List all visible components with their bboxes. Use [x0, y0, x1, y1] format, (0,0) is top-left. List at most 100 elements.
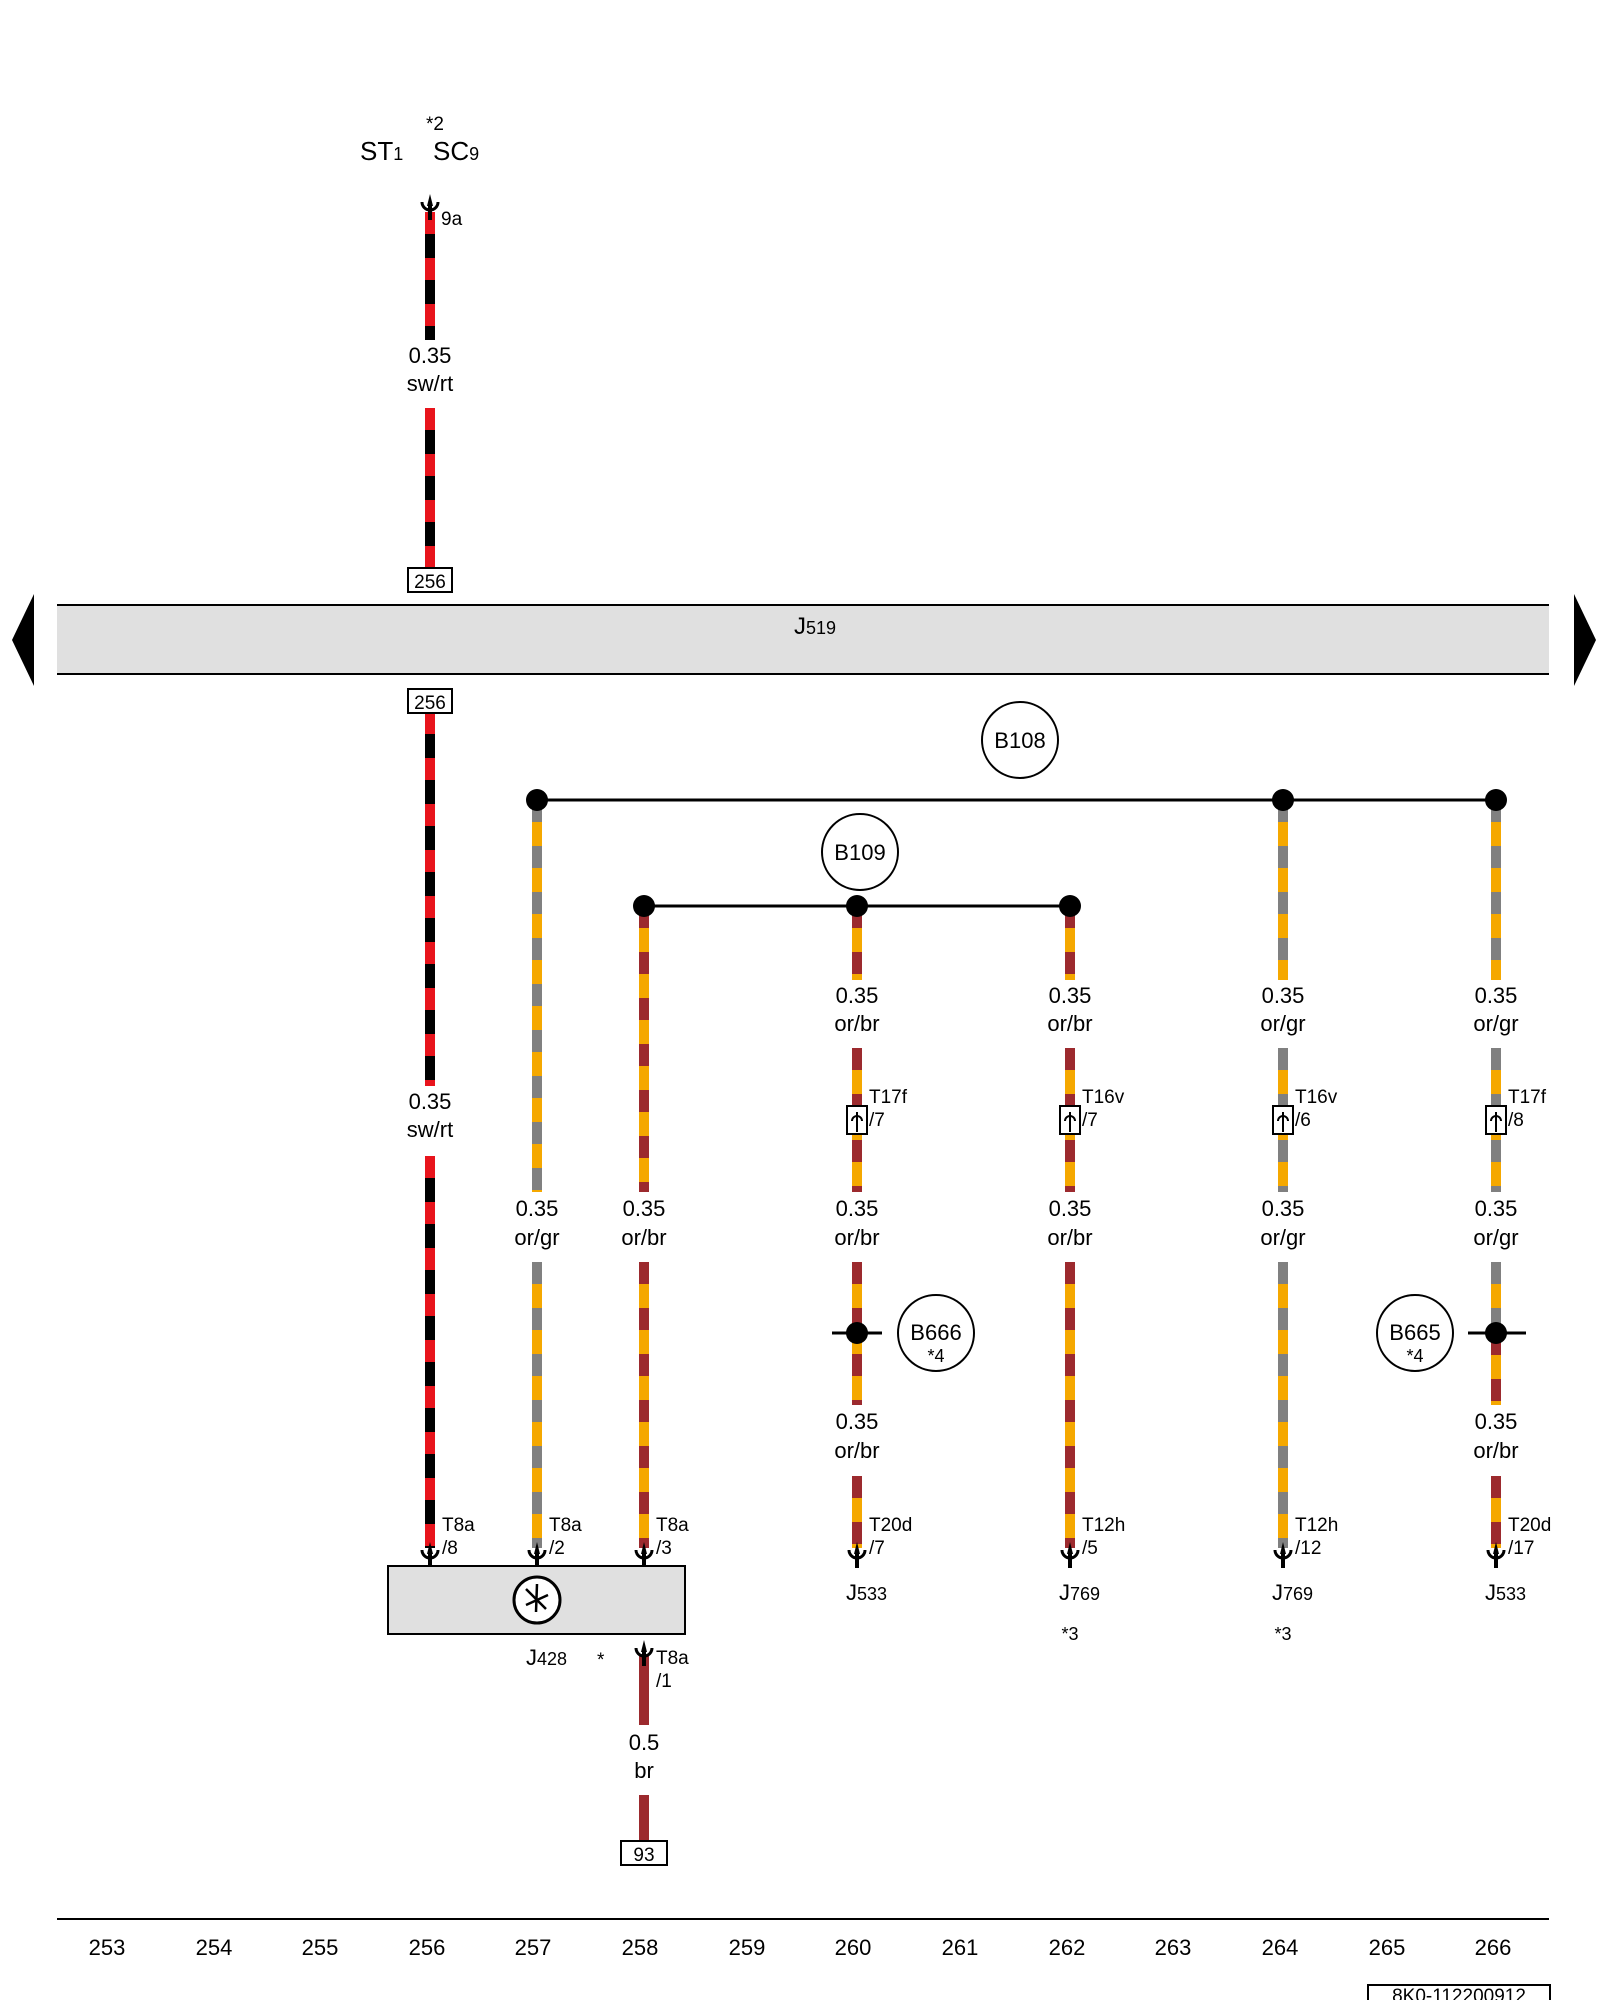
svg-text:0.35: 0.35 — [1049, 1196, 1092, 1221]
wire-label-257: 0.35 or/gr — [514, 1196, 559, 1250]
wire-label-256-bottom: 0.35 sw/rt — [407, 1089, 453, 1142]
junction-dot — [633, 895, 655, 917]
svg-text:B109: B109 — [834, 840, 885, 865]
svg-text:/7: /7 — [869, 1538, 885, 1559]
ref-box-bottom: 256 — [407, 688, 453, 714]
pin-t8a-1: T8a /1 — [634, 1638, 689, 1692]
svg-text:B108: B108 — [994, 728, 1045, 753]
pin-t8a-2: T8a /2 — [527, 1515, 582, 1570]
pin-t20d-17: T20d /17 — [1486, 1515, 1551, 1570]
svg-text:0.35: 0.35 — [623, 1196, 666, 1221]
svg-text:sw/rt: sw/rt — [407, 371, 453, 396]
svg-text:T12h: T12h — [1082, 1515, 1125, 1536]
pin-t8a-8: T8a /8 — [420, 1515, 475, 1570]
svg-text:J769: J769 — [1272, 1580, 1313, 1605]
svg-text:or/br: or/br — [1047, 1225, 1092, 1250]
svg-text:0.35: 0.35 — [1049, 983, 1092, 1008]
svg-text:/8: /8 — [1508, 1110, 1524, 1131]
svg-text:or/br: or/br — [1047, 1011, 1092, 1036]
svg-text:T17f: T17f — [1508, 1087, 1547, 1108]
svg-text:*: * — [597, 1650, 605, 1671]
svg-text:0.35: 0.35 — [836, 1196, 879, 1221]
svg-text:or/gr: or/gr — [514, 1225, 559, 1250]
svg-text:or/br: or/br — [834, 1011, 879, 1036]
svg-text:or/br: or/br — [834, 1438, 879, 1463]
svg-text:or/gr: or/gr — [1260, 1225, 1305, 1250]
junction-dot — [1485, 1322, 1507, 1344]
svg-text:T20d: T20d — [869, 1515, 912, 1536]
component-j769-b: J769 *3 — [1272, 1580, 1313, 1644]
inline-connector-t16v-7: T16v /7 — [1059, 1087, 1125, 1135]
svg-text:ST1: ST1 — [360, 136, 403, 166]
ruler-label: 259 — [729, 1935, 766, 1960]
pin-t12h-12: T12h /12 — [1273, 1515, 1338, 1570]
svg-text:*4: *4 — [927, 1346, 944, 1366]
svg-text:J769: J769 — [1059, 1580, 1100, 1605]
wire-label-262-b: 0.35 or/br — [1047, 1196, 1092, 1250]
svg-text:0.35: 0.35 — [409, 1089, 452, 1114]
junction-dot — [846, 1322, 868, 1344]
wire-label-262-a: 0.35 or/br — [1047, 983, 1092, 1036]
component-j769-a: J769 *3 — [1059, 1580, 1100, 1644]
svg-text:8K0-112200912: 8K0-112200912 — [1392, 1986, 1526, 2000]
svg-text:/12: /12 — [1295, 1538, 1321, 1559]
arrow-right-icon[interactable] — [1574, 594, 1596, 686]
svg-text:T8a: T8a — [656, 1648, 689, 1669]
ruler-label: 261 — [942, 1935, 979, 1960]
splice-b666: B666 *4 — [897, 1294, 975, 1372]
ruler-label: 258 — [622, 1935, 659, 1960]
source-pin: 9a — [420, 192, 463, 230]
ruler-label: 253 — [89, 1935, 126, 1960]
svg-text:T12h: T12h — [1295, 1515, 1338, 1536]
splice-b109: B109 — [821, 813, 899, 891]
component-j533-a: J533 — [846, 1580, 887, 1605]
svg-text:*3: *3 — [1061, 1624, 1078, 1644]
bus-j519: J519 — [57, 604, 1549, 675]
ruler-label: 266 — [1475, 1935, 1512, 1960]
svg-text:0.35: 0.35 — [1262, 1196, 1305, 1221]
svg-text:br: br — [634, 1758, 654, 1783]
svg-text:or/gr: or/gr — [1473, 1011, 1518, 1036]
arrow-left-icon[interactable] — [12, 594, 34, 686]
svg-text:T8a: T8a — [442, 1515, 475, 1536]
svg-text:sw/rt: sw/rt — [407, 1117, 453, 1142]
svg-text:9a: 9a — [441, 209, 463, 230]
ruler-label: 254 — [196, 1935, 233, 1960]
inline-connector-t17f-8: T17f /8 — [1485, 1087, 1547, 1135]
ruler-label: 260 — [835, 1935, 872, 1960]
svg-text:B666: B666 — [910, 1320, 961, 1345]
svg-text:/6: /6 — [1295, 1110, 1311, 1131]
svg-text:0.35: 0.35 — [1262, 983, 1305, 1008]
radar-sensor-icon — [512, 1575, 562, 1625]
svg-text:T8a: T8a — [549, 1515, 582, 1536]
svg-text:/7: /7 — [1082, 1110, 1098, 1131]
wire-label-258: 0.35 or/br — [621, 1196, 666, 1250]
svg-text:0.35: 0.35 — [1475, 983, 1518, 1008]
pin-t20d-7: T20d /7 — [847, 1515, 912, 1570]
svg-text:*4: *4 — [1406, 1346, 1423, 1366]
ref-box-top: 256 — [407, 567, 453, 593]
svg-text:0.35: 0.35 — [516, 1196, 559, 1221]
ruler-label: 264 — [1262, 1935, 1299, 1960]
svg-text:/7: /7 — [869, 1110, 885, 1131]
svg-text:T16v: T16v — [1082, 1087, 1125, 1108]
svg-text:or/br: or/br — [621, 1225, 666, 1250]
svg-text:T16v: T16v — [1295, 1087, 1338, 1108]
wire-label-266-b: 0.35 or/gr — [1473, 1196, 1518, 1250]
svg-text:or/gr: or/gr — [1260, 1011, 1305, 1036]
source-label: ST1 SC9 *2 — [360, 114, 479, 166]
svg-text:*2: *2 — [426, 114, 444, 135]
ruler-label: 255 — [302, 1935, 339, 1960]
svg-text:256: 256 — [414, 693, 446, 714]
svg-text:J519: J519 — [794, 613, 836, 640]
pin-t12h-5: T12h /5 — [1060, 1515, 1125, 1570]
inline-connector-t16v-6: T16v /6 — [1272, 1087, 1338, 1135]
svg-text:or/gr: or/gr — [1473, 1225, 1518, 1250]
wire-label-256-top: 0.35 sw/rt — [407, 343, 453, 396]
svg-text:0.35: 0.35 — [836, 1409, 879, 1434]
svg-text:93: 93 — [633, 1845, 654, 1866]
svg-text:J533: J533 — [846, 1580, 887, 1605]
svg-text:B665: B665 — [1389, 1320, 1440, 1345]
svg-text:*3: *3 — [1274, 1624, 1291, 1644]
